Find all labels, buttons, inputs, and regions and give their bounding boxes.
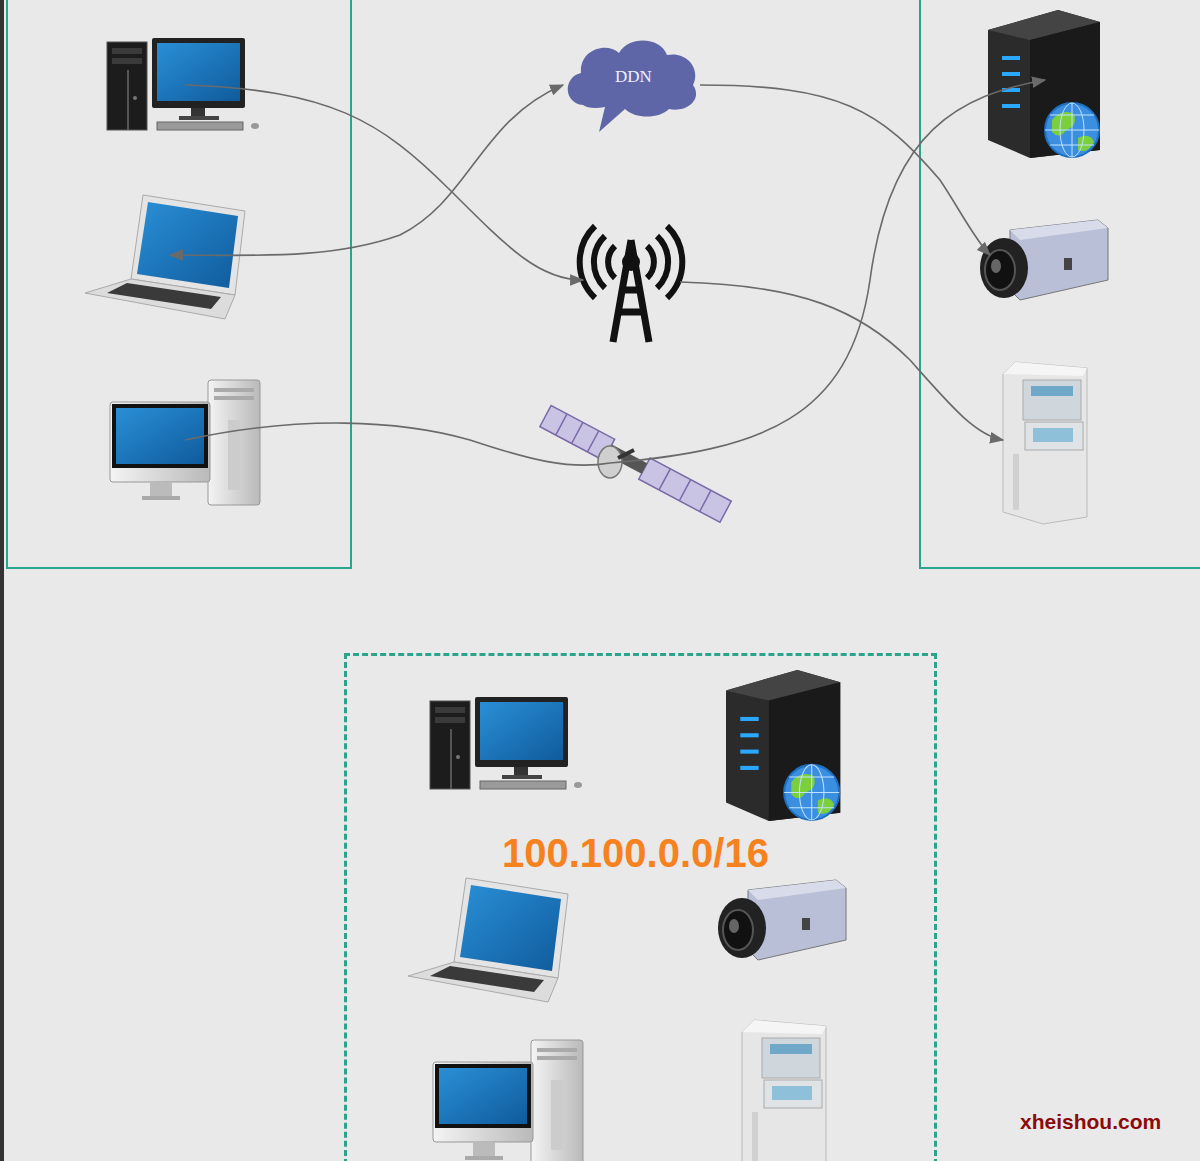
ip-camera — [718, 880, 846, 960]
radio-tower — [580, 226, 683, 342]
edge-strip — [0, 0, 4, 1161]
mac-computer — [110, 380, 260, 505]
client-frame — [7, 0, 351, 568]
ddn-cloud: DDN — [563, 35, 700, 132]
web-server — [726, 670, 840, 821]
atm-machine — [1003, 362, 1087, 524]
subnet-region: 100.100.0.0/16 — [344, 653, 937, 1161]
laptop — [408, 878, 568, 1002]
device-frame — [920, 0, 1200, 568]
ip-camera — [980, 220, 1108, 300]
laptop — [85, 195, 245, 319]
watermark: xheishou.com — [1020, 1110, 1161, 1134]
atm-machine — [742, 1020, 826, 1161]
subnet-label: 100.100.0.0/16 — [502, 831, 769, 876]
mac-computer — [433, 1040, 583, 1161]
link-curves — [170, 80, 1045, 465]
desktop-pc — [430, 697, 582, 789]
cloud-label: DDN — [615, 67, 652, 87]
web-server — [988, 10, 1100, 158]
desktop-pc — [107, 38, 259, 130]
